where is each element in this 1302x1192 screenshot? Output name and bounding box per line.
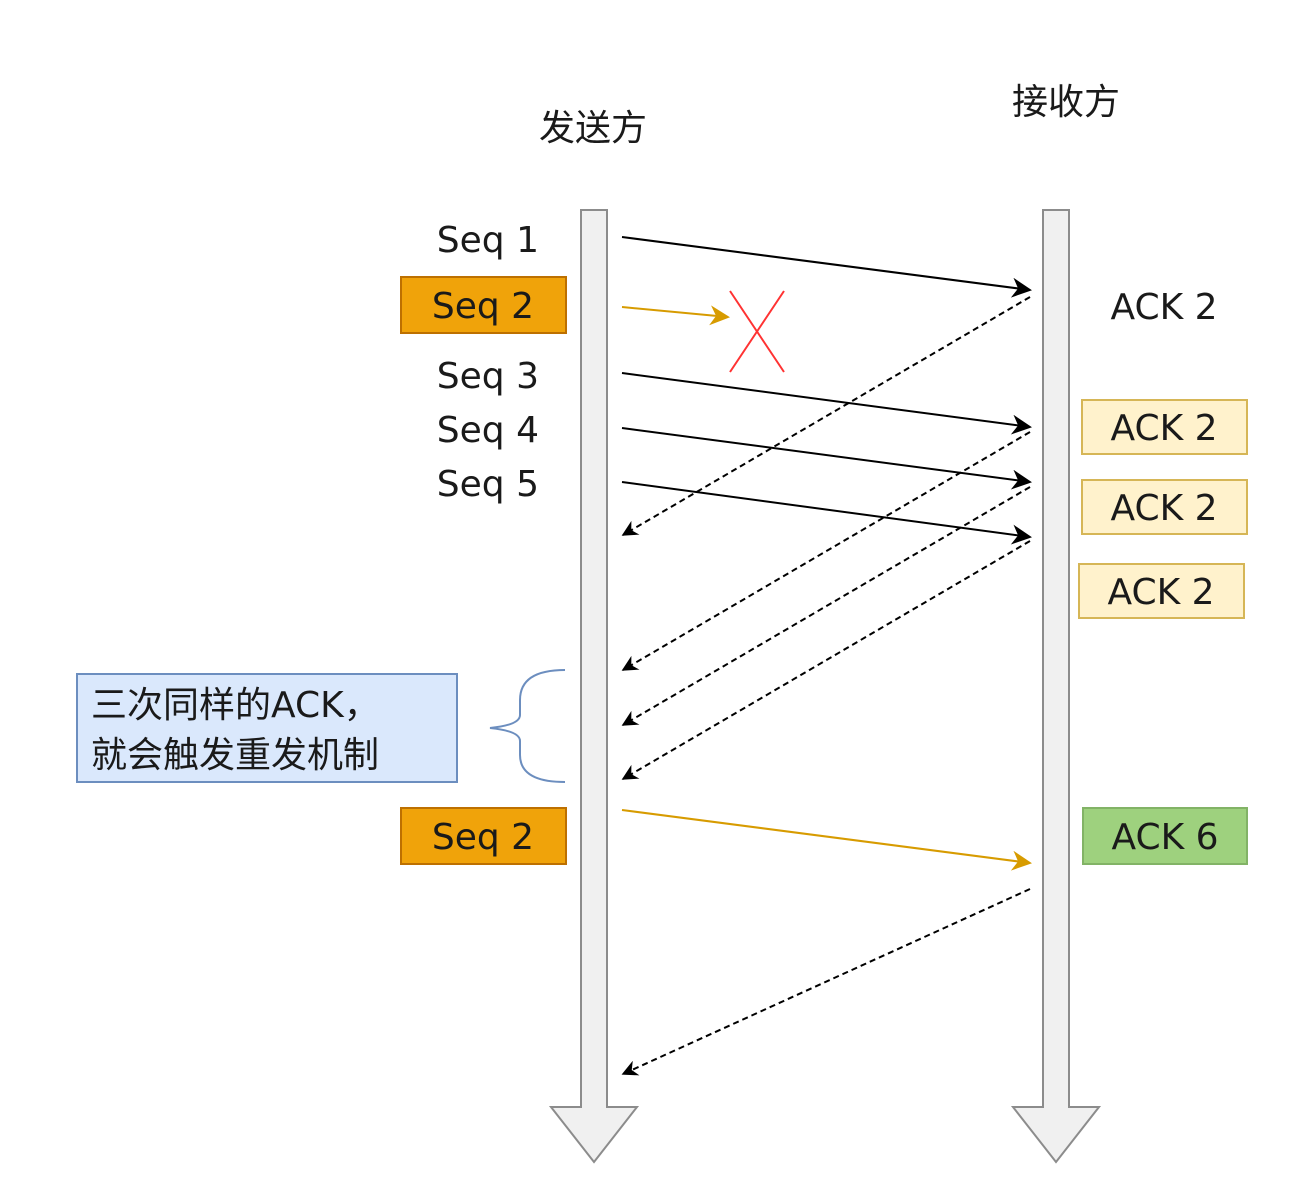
segment-label-seq3: Seq 3 — [437, 356, 539, 397]
arrow-seq5 — [621, 481, 1032, 545]
segment-label-seq1: Seq 1 — [437, 220, 539, 261]
arrow-seq2-retransmit — [621, 809, 1032, 871]
ack-arrow-3 — [621, 486, 1031, 726]
ack-label-1: ACK 2 — [1110, 287, 1217, 328]
ack-label-4: ACK 2 — [1078, 563, 1245, 619]
arrow-seq3 — [621, 372, 1032, 435]
segment-label-seq2-retransmit: Seq 2 — [400, 807, 567, 865]
ack-label-4-text: ACK 2 — [1107, 572, 1214, 613]
receiver-title: 接收方 — [1012, 82, 1120, 123]
segment-label-seq5: Seq 5 — [437, 464, 539, 505]
arrow-seq1 — [621, 236, 1032, 298]
ack-label-6: ACK 6 — [1082, 807, 1248, 865]
segment-label-seq4: Seq 4 — [437, 410, 539, 451]
triple-ack-note: 三次同样的ACK， 就会触发重发机制 — [76, 673, 458, 783]
sender-lifeline — [548, 209, 640, 1164]
arrow-seq2-lost — [621, 305, 730, 326]
segment-label-seq2-text: Seq 2 — [432, 286, 534, 327]
ack-label-2-text: ACK 2 — [1110, 408, 1217, 449]
segment-label-seq2-retransmit-text: Seq 2 — [432, 817, 534, 858]
receiver-lifeline — [1010, 209, 1102, 1164]
ack-label-3: ACK 2 — [1081, 479, 1248, 535]
segment-label-seq2-lost: Seq 2 — [400, 276, 567, 334]
brace-icon — [489, 669, 566, 783]
ack-arrow-2 — [621, 431, 1031, 671]
ack-arrow-5 — [621, 888, 1031, 1076]
ack-label-6-text: ACK 6 — [1111, 817, 1218, 858]
packet-lost-x-icon — [729, 290, 785, 373]
arrow-seq4 — [621, 427, 1032, 490]
note-line-1: 三次同样的ACK， — [91, 685, 380, 726]
ack-arrow-4 — [621, 540, 1031, 780]
ack-label-2: ACK 2 — [1081, 399, 1248, 455]
sender-title: 发送方 — [539, 108, 647, 149]
note-line-2: 就会触发重发机制 — [91, 735, 379, 776]
ack-label-3-text: ACK 2 — [1110, 488, 1217, 529]
ack-arrow-1 — [621, 296, 1031, 536]
